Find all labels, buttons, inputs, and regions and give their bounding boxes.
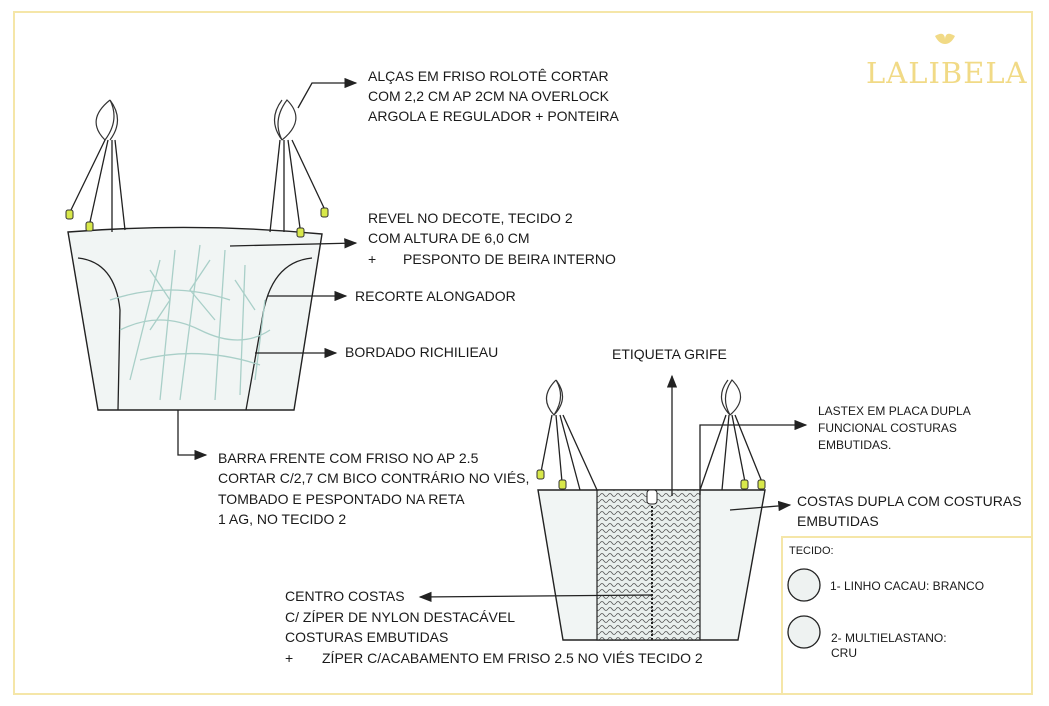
straps-arrow — [297, 77, 358, 109]
fabric-label-1: 1- LINHO CACAU: BRANCO — [830, 579, 984, 593]
back-arrow — [729, 500, 792, 512]
strap-tip — [65, 209, 74, 220]
panel-seam-left — [77, 257, 121, 411]
note-hem-2: CORTAR C/2,7 CM BICO CONTRÁRIO NO VIÉS, — [218, 470, 529, 486]
note-panel: RECORTE ALONGADOR — [355, 288, 516, 304]
note-center-plus: + — [285, 650, 293, 666]
logo-text: LALIBELA — [866, 56, 1028, 90]
front-right-strap — [269, 99, 329, 238]
note-label: ETIQUETA GRIFE — [612, 346, 727, 362]
strap-tip — [296, 227, 305, 238]
zipper-pull-icon — [646, 489, 658, 505]
back-right-strap — [699, 379, 766, 491]
note-lastex-2: FUNCIONAL COSTURAS — [818, 421, 957, 435]
fabric-legend: TECIDO: 1- LINHO CACAU: BRANCO 2- MULTIE… — [781, 536, 1033, 695]
strap-tip — [757, 479, 766, 490]
brand-logo: LALIBELA — [866, 33, 1028, 90]
strap-tip — [320, 207, 329, 218]
fabric-label-2: 2- MULTIELASTANO: — [831, 631, 947, 645]
center-arrow — [418, 591, 653, 603]
lastex-arrow — [699, 419, 808, 495]
note-center-4: ZÍPER C/ACABAMENTO EM FRISO 2.5 NO VIÉS … — [322, 650, 703, 666]
strap-tip — [740, 479, 749, 490]
front-left-strap — [65, 99, 126, 232]
strap-tip — [536, 469, 545, 480]
back-view — [536, 379, 766, 641]
fabric-title: TECIDO: — [789, 545, 834, 557]
note-hem-1: BARRA FRENTE COM FRISO NO AP 2.5 — [218, 450, 479, 466]
fabric-swatch-2 — [787, 615, 821, 649]
note-lastex-3: EMBUTIDAS. — [818, 438, 891, 452]
note-straps-2: COM 2,2 CM AP 2CM NA OVERLOCK — [368, 88, 610, 104]
embroidery-motif — [109, 244, 271, 401]
note-lastex-1: LASTEX EM PLACA DUPLA — [818, 404, 971, 418]
fabric-label-2b: CRU — [831, 646, 857, 660]
note-back-1: COSTAS DUPLA COM COSTURAS — [797, 493, 1022, 509]
front-body — [67, 226, 323, 411]
front-view — [65, 99, 329, 411]
note-facing-1: REVEL NO DECOTE, TECIDO 2 — [368, 210, 573, 226]
note-back-2: EMBUTIDAS — [797, 513, 879, 529]
note-facing-3: PESPONTO DE BEIRA INTERNO — [403, 251, 616, 267]
strap-tip — [85, 221, 94, 232]
note-hem-4: 1 AG, NO TECIDO 2 — [218, 511, 346, 527]
note-facing-plus: + — [368, 251, 376, 267]
fabric-swatch-1 — [787, 568, 821, 602]
note-center-1: CENTRO COSTAS — [285, 588, 405, 604]
facing-arrow — [229, 238, 358, 249]
note-straps-1: ALÇAS EM FRISO ROLOTÊ CORTAR — [368, 68, 609, 84]
hem-arrow — [177, 410, 208, 461]
bee-icon — [935, 33, 955, 44]
back-left-strap — [536, 379, 598, 491]
note-center-2: C/ ZÍPER DE NYLON DESTACÁVEL — [285, 609, 515, 625]
note-straps-3: ARGOLA E REGULADOR + PONTEIRA — [368, 108, 620, 124]
lastex-panel — [596, 489, 701, 641]
note-hem-3: TOMBADO E PESPONTADO NA RETA — [218, 491, 465, 507]
strap-tip — [558, 479, 567, 490]
note-embroidery: BORDADO RICHILIEAU — [345, 344, 498, 360]
page-border — [13, 11, 1033, 695]
note-facing-2: COM ALTURA DE 6,0 CM — [368, 230, 530, 246]
note-center-3: COSTURAS EMBUTIDAS — [285, 629, 448, 645]
